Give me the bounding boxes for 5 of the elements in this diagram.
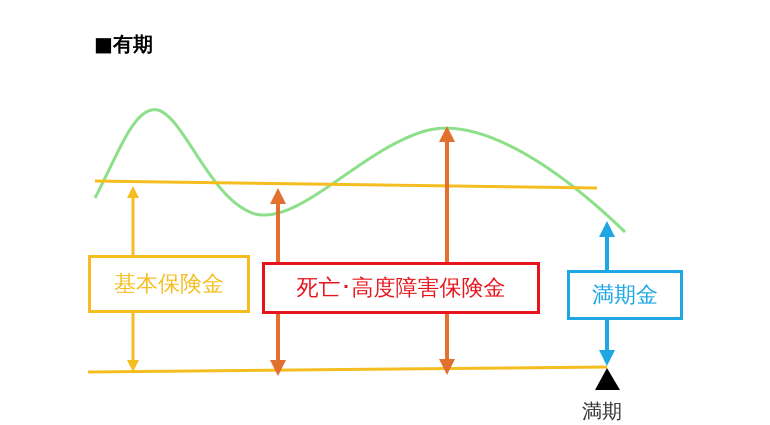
maturity-label: 満期 <box>582 398 622 425</box>
title: ■有期 <box>94 31 153 58</box>
benefit-box: 基本保険金 <box>88 255 250 313</box>
benefit-box: 死亡･高度障害保険金 <box>262 262 540 314</box>
benefit-box: 満期金 <box>567 270 683 320</box>
